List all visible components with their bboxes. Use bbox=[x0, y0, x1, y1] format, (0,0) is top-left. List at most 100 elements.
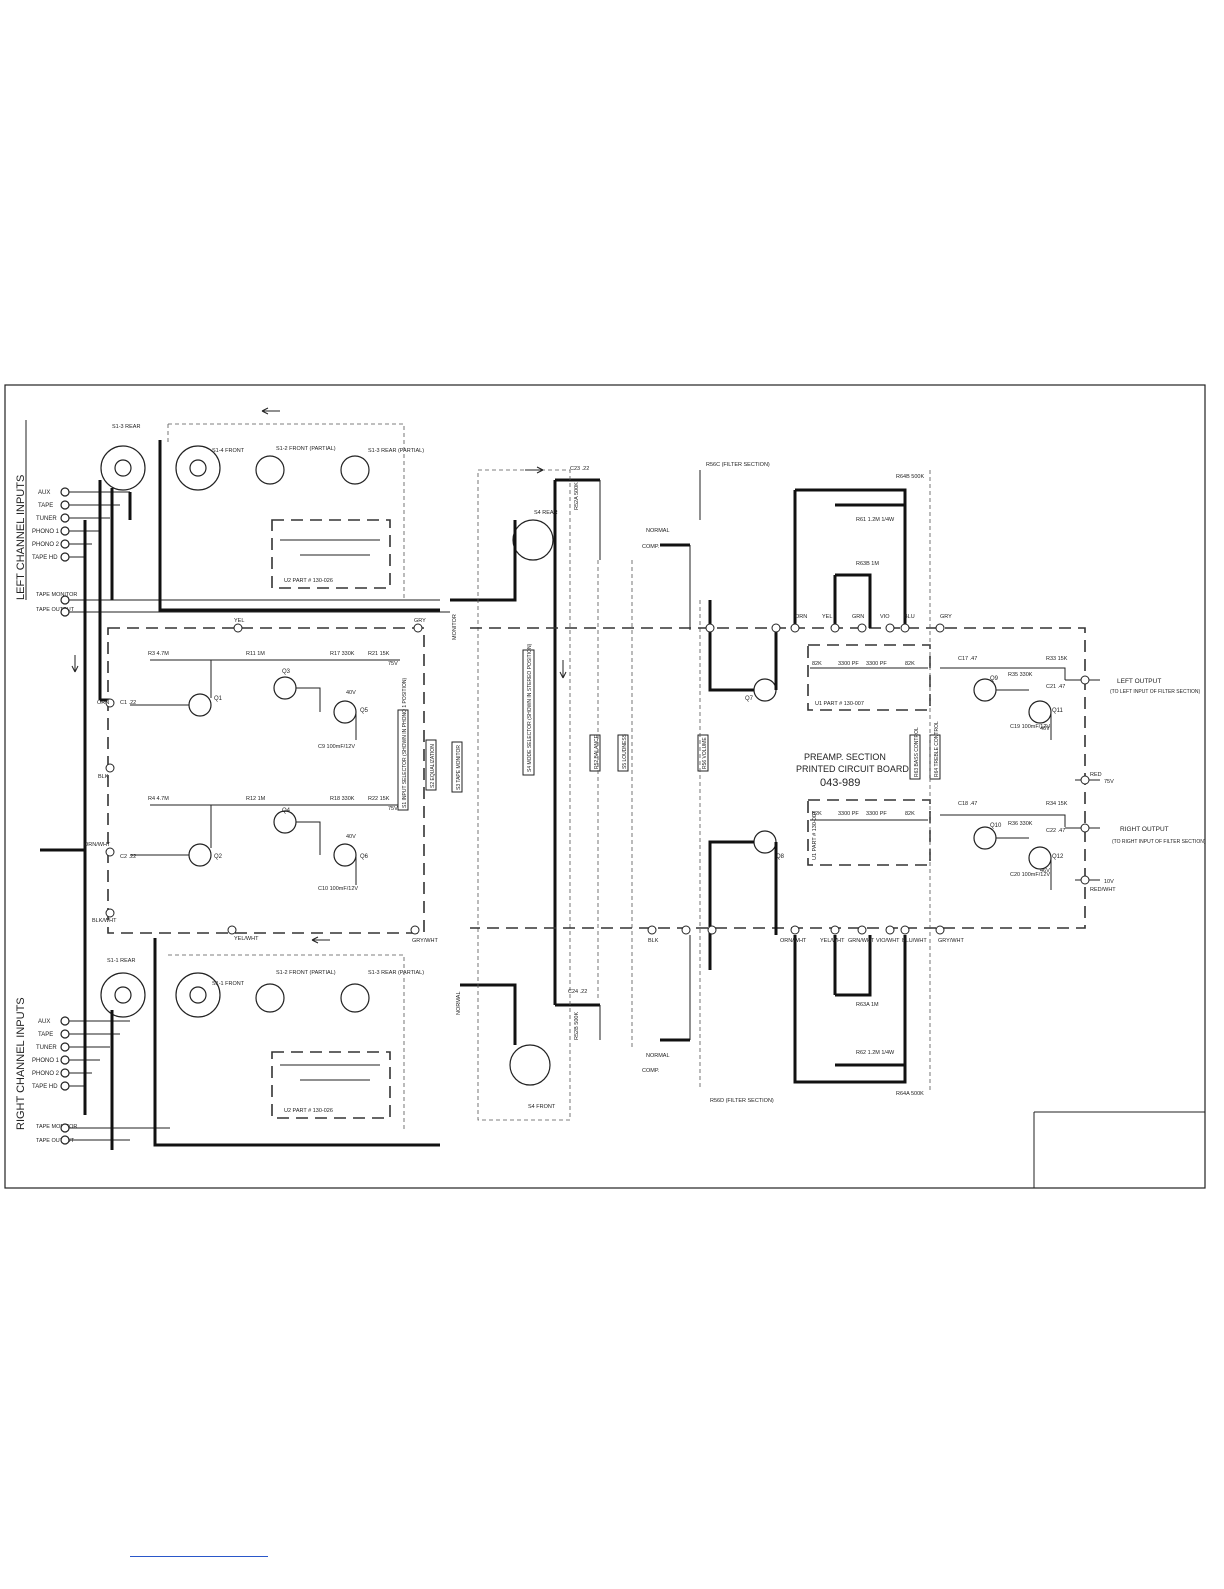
input-label: AUX bbox=[38, 1019, 50, 1025]
preamp-part-number: 043-989 bbox=[820, 777, 860, 789]
transistor-label: Q12 bbox=[1052, 854, 1064, 860]
supply-label: 75V bbox=[1104, 779, 1114, 785]
pcb-pad bbox=[105, 763, 115, 773]
control-label: S4 MODE SELECTOR (SHOWN IN STEREO POSITI… bbox=[527, 643, 533, 772]
resistor-label: R52B 500K bbox=[574, 1012, 580, 1040]
jack-icon bbox=[60, 526, 70, 536]
cap-label: C2 .22 bbox=[120, 854, 136, 860]
jack-icon bbox=[60, 552, 70, 562]
left-output-note: (TO LEFT INPUT OF FILTER SECTION) bbox=[1110, 689, 1201, 695]
pcb-pad bbox=[900, 925, 910, 935]
voltage-label: 46V bbox=[1040, 868, 1050, 874]
jack-icon bbox=[60, 1081, 70, 1091]
pcb-pad bbox=[790, 925, 800, 935]
wire-label: GRY/WHT bbox=[412, 938, 439, 944]
input-label: PHONO 1 bbox=[32, 529, 60, 535]
pcb-pad bbox=[885, 623, 895, 633]
wire-label: YEL bbox=[822, 614, 832, 620]
cap-label: C18 .47 bbox=[958, 801, 977, 807]
switch-label: S4 REAR bbox=[534, 510, 558, 516]
cap-label: C1 .22 bbox=[120, 700, 136, 706]
pcb-pad bbox=[830, 925, 840, 935]
cap-label: C22 .47 bbox=[1046, 828, 1065, 834]
switch-label: COMP. bbox=[642, 1068, 660, 1074]
resistor-label: R18 330K bbox=[330, 796, 355, 802]
transistor-icon bbox=[188, 693, 212, 717]
switch-label: MONITOR bbox=[452, 614, 458, 640]
jack-icon bbox=[60, 1135, 70, 1145]
drawing-frame bbox=[4, 384, 1206, 1189]
wire-label: BLU bbox=[904, 614, 915, 620]
tape-monitor-label: TAPE MONITOR bbox=[36, 592, 77, 598]
cap-label: C10 100mF/12V bbox=[318, 886, 358, 892]
mode-balance-area: S4 REAR S4 FRONT C23 .22 C24 .22 R52A 50… bbox=[450, 462, 774, 1121]
switch-label: COMP. bbox=[642, 544, 660, 550]
switch-label: NORMAL bbox=[456, 991, 462, 1015]
left-channel-heading: LEFT CHANNEL INPUTS bbox=[15, 475, 27, 600]
transistor-label: Q10 bbox=[990, 823, 1002, 829]
switch-label: S1-3 REAR bbox=[112, 424, 140, 430]
wire-label: ORN/WHT bbox=[780, 938, 807, 944]
control-label: S5 LOUDNESS bbox=[622, 733, 628, 769]
transistor-icon bbox=[333, 843, 357, 867]
wire-label: RED/WHT bbox=[1090, 887, 1116, 893]
footer-link-underline bbox=[130, 1556, 268, 1557]
jack-icon bbox=[60, 500, 70, 510]
resistor-label: R64B 500K bbox=[896, 474, 924, 480]
switch-label: S4 FRONT bbox=[528, 1104, 556, 1110]
resistor-label: R34 15K bbox=[1046, 801, 1068, 807]
wire-label: GRY bbox=[940, 614, 952, 620]
input-label: PHONO 1 bbox=[32, 1058, 60, 1064]
u2-module-box bbox=[271, 519, 391, 589]
transistor-label: Q9 bbox=[990, 676, 999, 682]
cap-label: 3300 PF bbox=[866, 661, 887, 667]
right-input-jacks: AUX TAPE TUNER PHONO 1 PHONO 2 TAPE HD T… bbox=[32, 1016, 170, 1145]
right-channel-heading: RIGHT CHANNEL INPUTS bbox=[15, 997, 27, 1130]
pcb-pad bbox=[413, 623, 423, 633]
input-label: TAPE bbox=[38, 503, 53, 509]
cap-label: 82K bbox=[905, 661, 915, 667]
cap-label: C17 .47 bbox=[958, 656, 977, 662]
cap-label: 3300 PF bbox=[866, 811, 887, 817]
pcb-pad bbox=[900, 623, 910, 633]
control-label: R56 VOLUME bbox=[702, 737, 708, 769]
filter-ref: R56C (FILTER SECTION) bbox=[706, 462, 770, 468]
u1-part-label: U1 PART # 130-007 bbox=[815, 701, 864, 707]
right-output-label: RIGHT OUTPUT bbox=[1120, 826, 1169, 833]
preamp-title: PREAMP. SECTION bbox=[804, 752, 886, 762]
pcb-pad bbox=[771, 623, 781, 633]
switch-label: S1-4 FRONT bbox=[212, 448, 245, 454]
pcb-pad bbox=[1080, 823, 1090, 833]
jack-icon bbox=[60, 487, 70, 497]
jack-icon bbox=[60, 1123, 70, 1133]
voltage-label: 40V bbox=[346, 834, 356, 840]
input-label: TAPE HD bbox=[32, 555, 58, 561]
switch-label: S1-3 REAR (PARTIAL) bbox=[368, 970, 424, 976]
voltage-label: 75V bbox=[388, 806, 398, 812]
control-label: R63 BASS CONTROL bbox=[914, 727, 920, 777]
resistor-label: R33 15K bbox=[1046, 656, 1068, 662]
jack-icon bbox=[60, 607, 70, 617]
resistor-label: R63A 1M bbox=[856, 1002, 879, 1008]
wire-label: YEL bbox=[234, 618, 244, 624]
switch-label: NORMAL bbox=[646, 1053, 670, 1059]
wire-label: GRN bbox=[852, 614, 864, 620]
cap-label: 82K bbox=[812, 811, 822, 817]
resistor-label: R64A 500K bbox=[896, 1091, 924, 1097]
transistor-label: Q1 bbox=[214, 696, 223, 702]
resistor-label: R36 330K bbox=[1008, 821, 1033, 827]
switch-label: S1-3 REAR (PARTIAL) bbox=[368, 448, 424, 454]
cap-label: C21 .47 bbox=[1046, 684, 1065, 690]
u2-part-label: U2 PART # 130-026 bbox=[284, 578, 333, 584]
cap-label: C20 100mF/12V bbox=[1010, 872, 1050, 878]
preamp-board-right: PREAMP. SECTION PRINTED CIRCUIT BOARD 04… bbox=[470, 470, 1206, 1097]
pcb-pad bbox=[1080, 675, 1090, 685]
control-label: S2 EQUALIZATION bbox=[430, 744, 436, 788]
pcb-pad bbox=[105, 698, 115, 708]
resistor-label: R11 1M bbox=[246, 651, 265, 657]
cap-label: C23 .22 bbox=[570, 466, 589, 472]
transistor-label: Q4 bbox=[282, 808, 291, 814]
switch-label: S1-1 FRONT bbox=[212, 981, 245, 987]
transistor-label: Q7 bbox=[745, 696, 754, 702]
resistor-label: R3 4.7M bbox=[148, 651, 169, 657]
